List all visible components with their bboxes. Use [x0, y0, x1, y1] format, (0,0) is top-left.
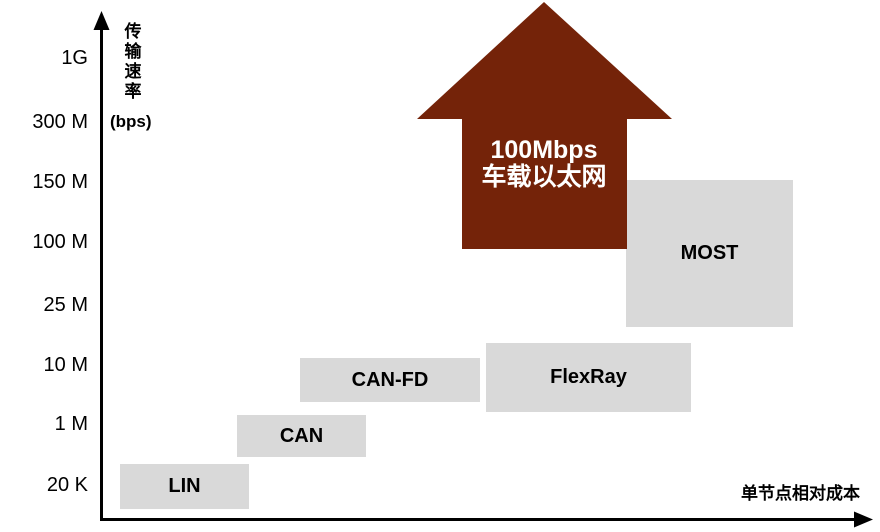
- y-axis-unit: (bps): [110, 112, 152, 131]
- ethernet-up-arrow-shape: [417, 2, 672, 249]
- y-axis-title: 传输速率: [124, 22, 142, 101]
- block-most-label: MOST: [680, 242, 739, 264]
- block-can-fd-label: CAN-FD: [351, 368, 429, 391]
- block-lin: LIN: [120, 464, 249, 509]
- y-axis-arrowhead-icon: [93, 11, 110, 30]
- x-axis-arrowhead-icon: [854, 511, 873, 528]
- y-tick-25m: 25 M: [43, 294, 88, 316]
- y-tick-1g: 1G: [61, 47, 88, 69]
- block-can-label: CAN: [279, 424, 324, 447]
- block-flexray: FlexRay: [486, 343, 691, 412]
- y-tick-20k: 20 K: [46, 474, 88, 496]
- ethernet-arrow-label-line2: 车载以太网: [481, 163, 607, 191]
- ethernet-arrow-label: 100Mbps 车载以太网: [444, 137, 644, 191]
- x-axis-label: 单节点相对成本: [741, 484, 860, 503]
- y-tick-150m: 150 M: [32, 171, 88, 193]
- block-can: CAN: [237, 415, 366, 457]
- y-tick-100m: 100 M: [32, 231, 88, 253]
- block-flexray-label: FlexRay: [550, 366, 627, 388]
- y-tick-10m: 10 M: [43, 354, 88, 376]
- block-lin-label: LIN: [168, 475, 201, 497]
- y-tick-300m: 300 M: [32, 111, 88, 133]
- block-most: MOST: [626, 180, 793, 327]
- block-can-fd: CAN-FD: [300, 358, 480, 402]
- y-tick-1m: 1 M: [54, 413, 88, 435]
- ethernet-arrow-label-line1: 100Mbps: [490, 136, 598, 164]
